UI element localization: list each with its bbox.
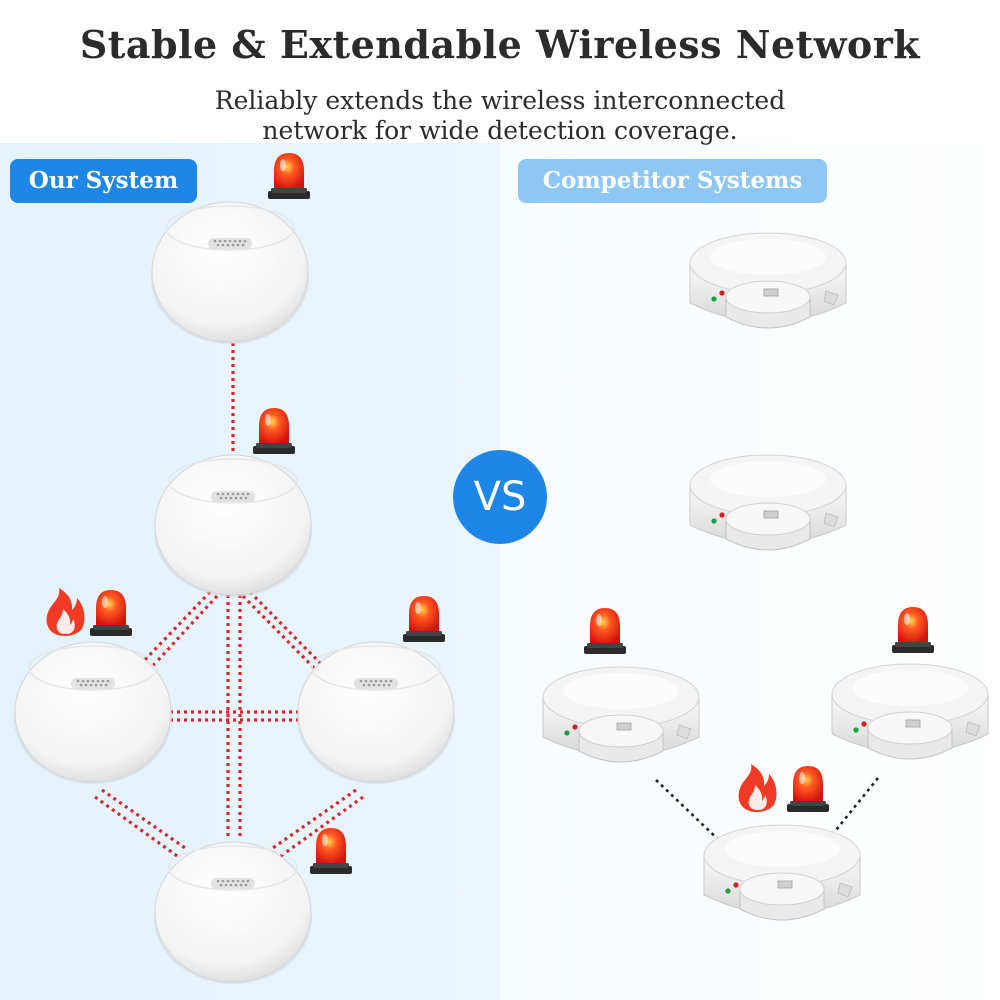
link-middle-left	[138, 590, 212, 667]
vs-badge: VS	[453, 450, 547, 544]
competitor-links	[655, 777, 880, 846]
link-comp-left-bottom	[655, 779, 725, 846]
smoke-detector-icon	[296, 641, 456, 785]
smoke-detector-icon	[153, 454, 313, 598]
our-system-badge: Our System	[10, 159, 197, 203]
smoke-detector-icon	[542, 666, 700, 763]
link-comp-right-bottom	[826, 777, 880, 841]
smoke-detector-icon	[689, 454, 847, 551]
alarm-beacon-icon	[268, 153, 310, 199]
competitor-detectors	[542, 232, 989, 921]
page-title: Stable & Extendable Wireless Network	[79, 22, 921, 67]
subtitle-line-1: Reliably extends the wireless interconne…	[214, 86, 786, 115]
smoke-detector-icon	[13, 641, 173, 785]
fire-icon	[46, 588, 85, 636]
alarm-beacon-icon	[403, 596, 445, 642]
our-network-links	[94, 343, 364, 860]
smoke-detector-icon	[831, 663, 989, 760]
smoke-detector-icon	[703, 824, 861, 921]
alarm-beacon-icon	[892, 607, 934, 653]
alarm-beacon-icon	[310, 828, 352, 874]
smoke-detector-icon	[150, 201, 310, 345]
fire-icon	[738, 764, 777, 812]
alarm-beacon-icon	[787, 766, 829, 812]
page-subtitle: Reliably extends the wireless interconne…	[0, 86, 1000, 146]
smoke-detector-icon	[153, 841, 313, 985]
alarm-beacon-icon	[90, 590, 132, 636]
link-left-bottom	[101, 788, 189, 852]
smoke-detector-icon	[689, 232, 847, 329]
alarm-beacon-icon	[584, 608, 626, 654]
competitor-systems-badge: Competitor Systems	[518, 159, 827, 203]
subtitle-line-2: network for wide detection coverage.	[262, 116, 738, 145]
our-detectors	[13, 201, 456, 985]
alarm-beacon-icon	[253, 408, 295, 454]
link-middle-right	[248, 590, 324, 667]
